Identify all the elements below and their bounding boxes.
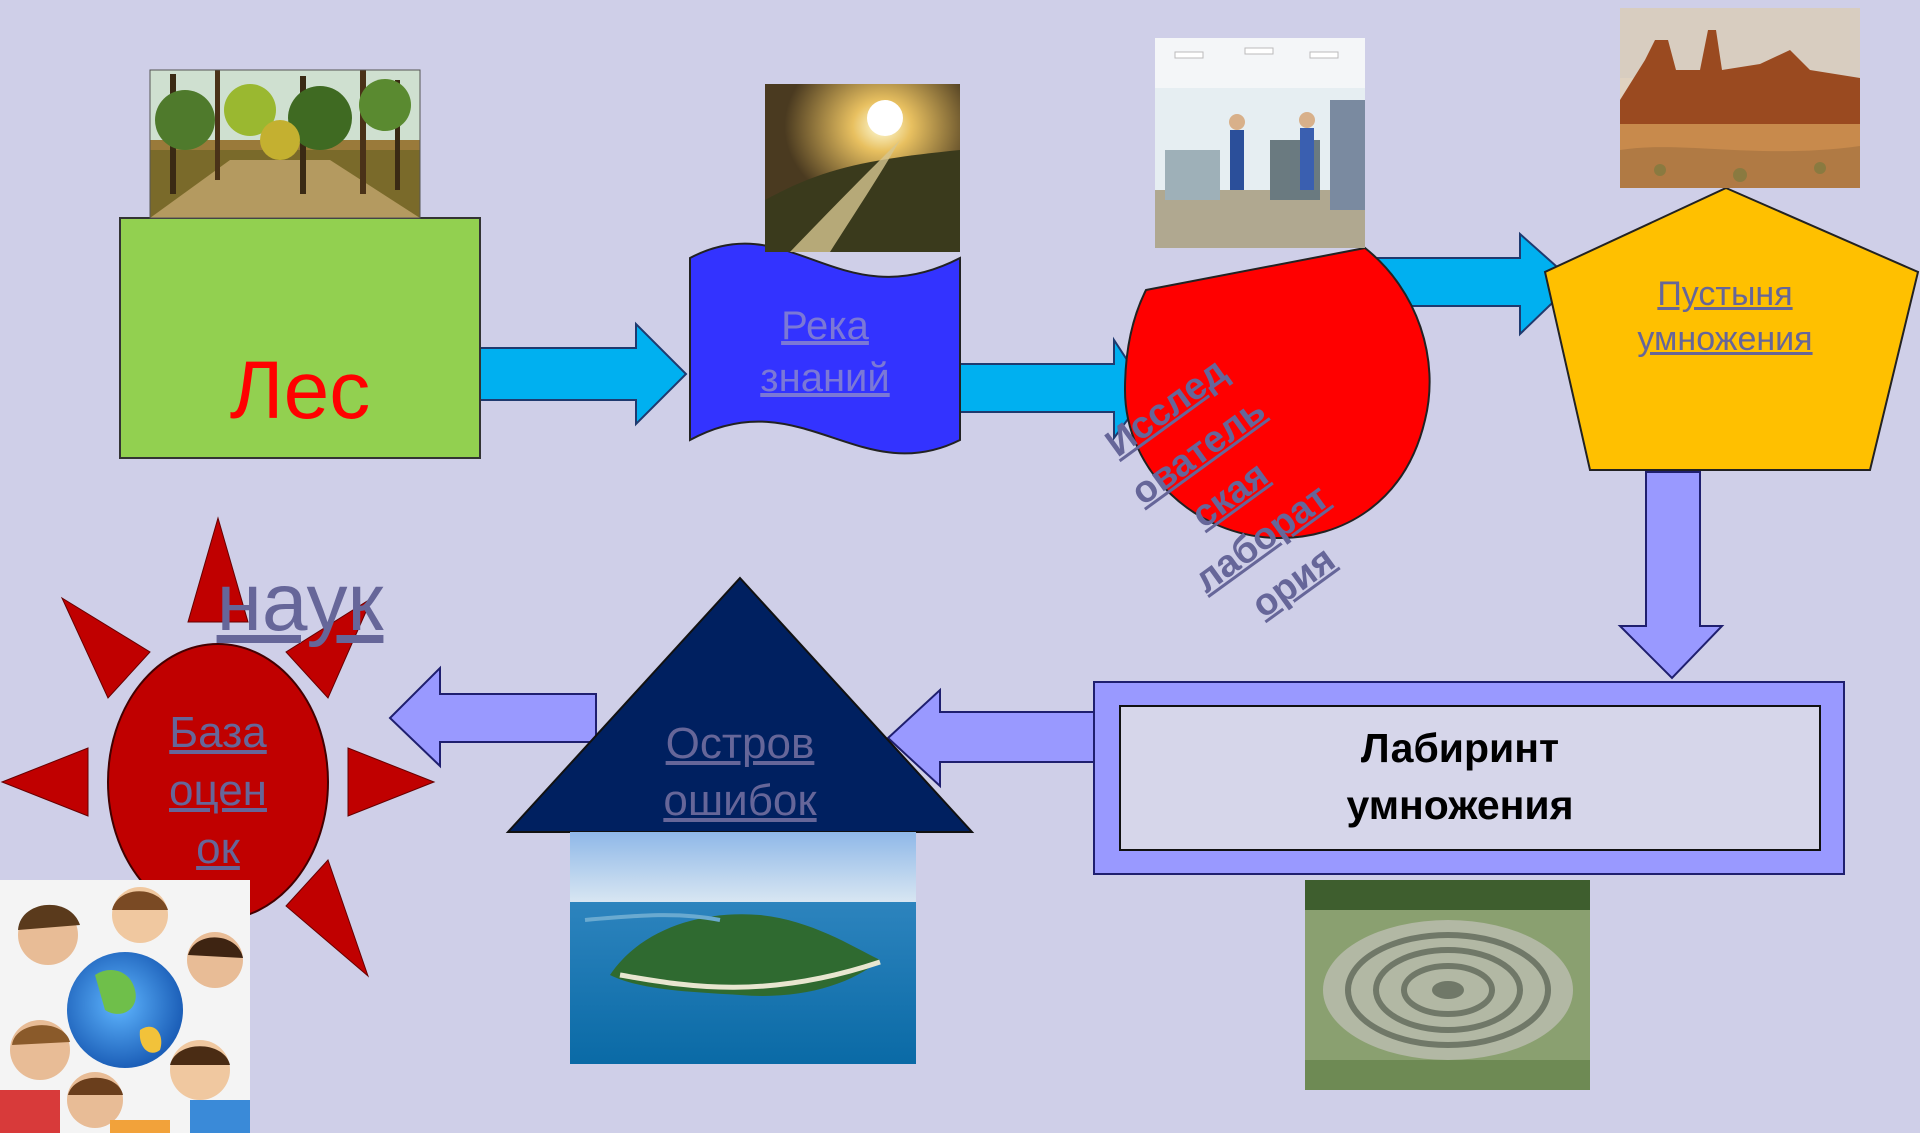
sun-ray-top-right xyxy=(285,596,374,699)
base-sun xyxy=(0,516,436,978)
forest-link[interactable]: наук xyxy=(216,557,384,648)
arrow-maze-to-island xyxy=(886,687,1095,789)
arrow-desert-to-maze xyxy=(1617,471,1725,680)
sun-ray-top-left xyxy=(60,596,151,699)
river-link[interactable]: Река знаний xyxy=(760,304,890,400)
lab-photo xyxy=(1155,38,1365,248)
island-link[interactable]: Остров ошибок xyxy=(663,719,817,825)
lab-shape xyxy=(1123,246,1431,540)
base-link[interactable]: База оцен ок xyxy=(169,708,267,873)
desert-shape xyxy=(1543,186,1920,471)
forest-photo xyxy=(149,69,421,219)
children-photo xyxy=(0,880,250,1133)
arrow-island-to-base xyxy=(388,665,597,769)
island-photo xyxy=(570,832,916,1064)
desert-link[interactable]: Пустыня умножения xyxy=(1637,275,1813,358)
maze-photo xyxy=(1305,880,1590,1090)
forest-label: Лес наук xyxy=(120,232,480,762)
arrow-forest-to-river xyxy=(479,321,688,427)
sun-ray-right xyxy=(347,747,436,817)
sun-ray-left xyxy=(0,747,89,817)
sun-ray-top xyxy=(187,516,249,623)
maze-label: Лабиринт умножения xyxy=(1346,725,1574,828)
desert-photo xyxy=(1620,8,1860,188)
maze-inner-box xyxy=(1119,705,1821,851)
sun-ray-bottom-right xyxy=(285,859,370,978)
forest-box xyxy=(119,217,481,459)
river-photo xyxy=(765,84,960,252)
forest-label-line1: Лес xyxy=(229,345,371,436)
